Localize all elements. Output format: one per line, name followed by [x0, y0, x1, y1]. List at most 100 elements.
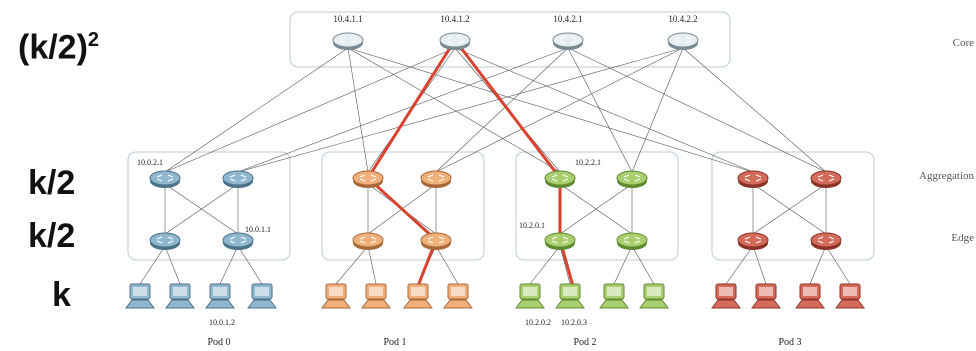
core-switch-label-1: 10.4.1.2 [440, 14, 469, 24]
pod0-aggregation-switch-1 [222, 170, 254, 188]
host-screen [843, 287, 857, 296]
host-screen [719, 287, 733, 296]
switch-arrows [551, 236, 569, 244]
host-keyboard [361, 299, 391, 309]
pod1-host-1 [361, 283, 391, 309]
pod0-edge-switch-1 [222, 232, 254, 250]
switch-top [737, 170, 769, 186]
switch-top [667, 32, 699, 48]
core-agg-link [454, 47, 754, 173]
core-switch-label-3: 10.4.2.2 [668, 14, 697, 24]
edge-host-link [529, 245, 561, 285]
switch-top [332, 32, 364, 48]
pod-label-0: Pod 0 [207, 337, 230, 348]
host-screen [133, 287, 147, 296]
pod1-aggregation-switch-1 [420, 170, 452, 188]
core-switch-label-2: 10.4.2.1 [553, 14, 582, 24]
switch-top [544, 232, 576, 248]
highlighted-route-path [366, 38, 575, 287]
edge-host-link [809, 245, 827, 285]
edge-host-link [631, 245, 655, 285]
switch-arrows [427, 174, 445, 182]
core-agg-link [347, 47, 369, 173]
switch-arrows [339, 36, 357, 44]
pod1-host-2 [403, 283, 433, 309]
pod2-host-1 [555, 283, 585, 309]
edge-host-link [613, 245, 633, 285]
pod3-host-3 [835, 283, 865, 309]
switch-top [149, 170, 181, 186]
host-keyboard [321, 299, 351, 309]
agg-edge-link [164, 183, 239, 235]
host-screen [647, 287, 661, 296]
core-count-exponent: 2 [87, 29, 100, 51]
host-screen [759, 287, 773, 296]
pod1-host-3 [443, 283, 473, 309]
edge-host-link [435, 245, 459, 285]
switch-arrows [359, 174, 377, 182]
switch-top [222, 232, 254, 248]
pod2-aggregation-label: 10.2.2.1 [575, 158, 601, 167]
core-agg-link [435, 47, 569, 173]
host-screen [411, 287, 425, 296]
core-switch-2 [552, 32, 584, 50]
switch-arrows [623, 236, 641, 244]
switch-top [810, 232, 842, 248]
host-keyboard [795, 299, 825, 309]
switch-top [352, 170, 384, 186]
switch-top [439, 32, 471, 48]
pod0-host-0 [125, 283, 155, 309]
pod0-edge-label: 10.0.1.1 [245, 225, 271, 234]
pod2-host-label-a: 10.2.0.2 [525, 318, 551, 327]
edge-host-link [139, 245, 166, 285]
core-switch-1 [439, 32, 471, 50]
host-keyboard [639, 299, 669, 309]
core-agg-link [435, 47, 684, 173]
switch-arrows [744, 236, 762, 244]
pod2-edge-label: 10.2.0.1 [519, 221, 545, 230]
switch-top [222, 170, 254, 186]
core-agg-link [347, 47, 754, 173]
pod2-edge-switch-0 [544, 232, 576, 250]
host-screen [255, 287, 269, 296]
switch-arrows [744, 174, 762, 182]
edge-host-link [164, 245, 181, 285]
switch-top [420, 170, 452, 186]
pod-box-1 [321, 151, 485, 261]
host-screen [607, 287, 621, 296]
pod2-aggregation-switch-0 [544, 170, 576, 188]
switch-arrows [817, 174, 835, 182]
host-screen [173, 287, 187, 296]
host-keyboard [165, 299, 195, 309]
pod2-aggregation-switch-1 [616, 170, 648, 188]
switch-top [552, 32, 584, 48]
host-keyboard [515, 299, 545, 309]
pod0-host-2 [205, 283, 235, 309]
pod-box-2 [515, 151, 679, 261]
pod-label-3: Pod 3 [778, 337, 801, 348]
pod2-host-0 [515, 283, 545, 309]
host-screen [329, 287, 343, 296]
host-keyboard [751, 299, 781, 309]
switch-arrows [427, 236, 445, 244]
pod0-aggregation-switch-0 [149, 170, 181, 188]
pod2-host-3 [639, 283, 669, 309]
pod-label-2: Pod 2 [573, 337, 596, 348]
core-agg-link [347, 47, 561, 173]
core-count-base: (k/2) [18, 28, 88, 67]
core-count-label: (k/2)2 [18, 30, 99, 64]
host-count-label: k [52, 276, 71, 314]
agg-edge-link [559, 183, 633, 235]
edge-host-link [335, 245, 369, 285]
pod-box-0 [127, 151, 291, 261]
pod0-host-3 [247, 283, 277, 309]
core-agg-link [164, 47, 456, 173]
switch-arrows [156, 174, 174, 182]
pod1-aggregation-switch-0 [352, 170, 384, 188]
edge-host-link [559, 245, 571, 285]
switch-top [616, 170, 648, 186]
core-agg-link [567, 47, 827, 173]
host-keyboard [125, 299, 155, 309]
pod3-host-0 [711, 283, 741, 309]
